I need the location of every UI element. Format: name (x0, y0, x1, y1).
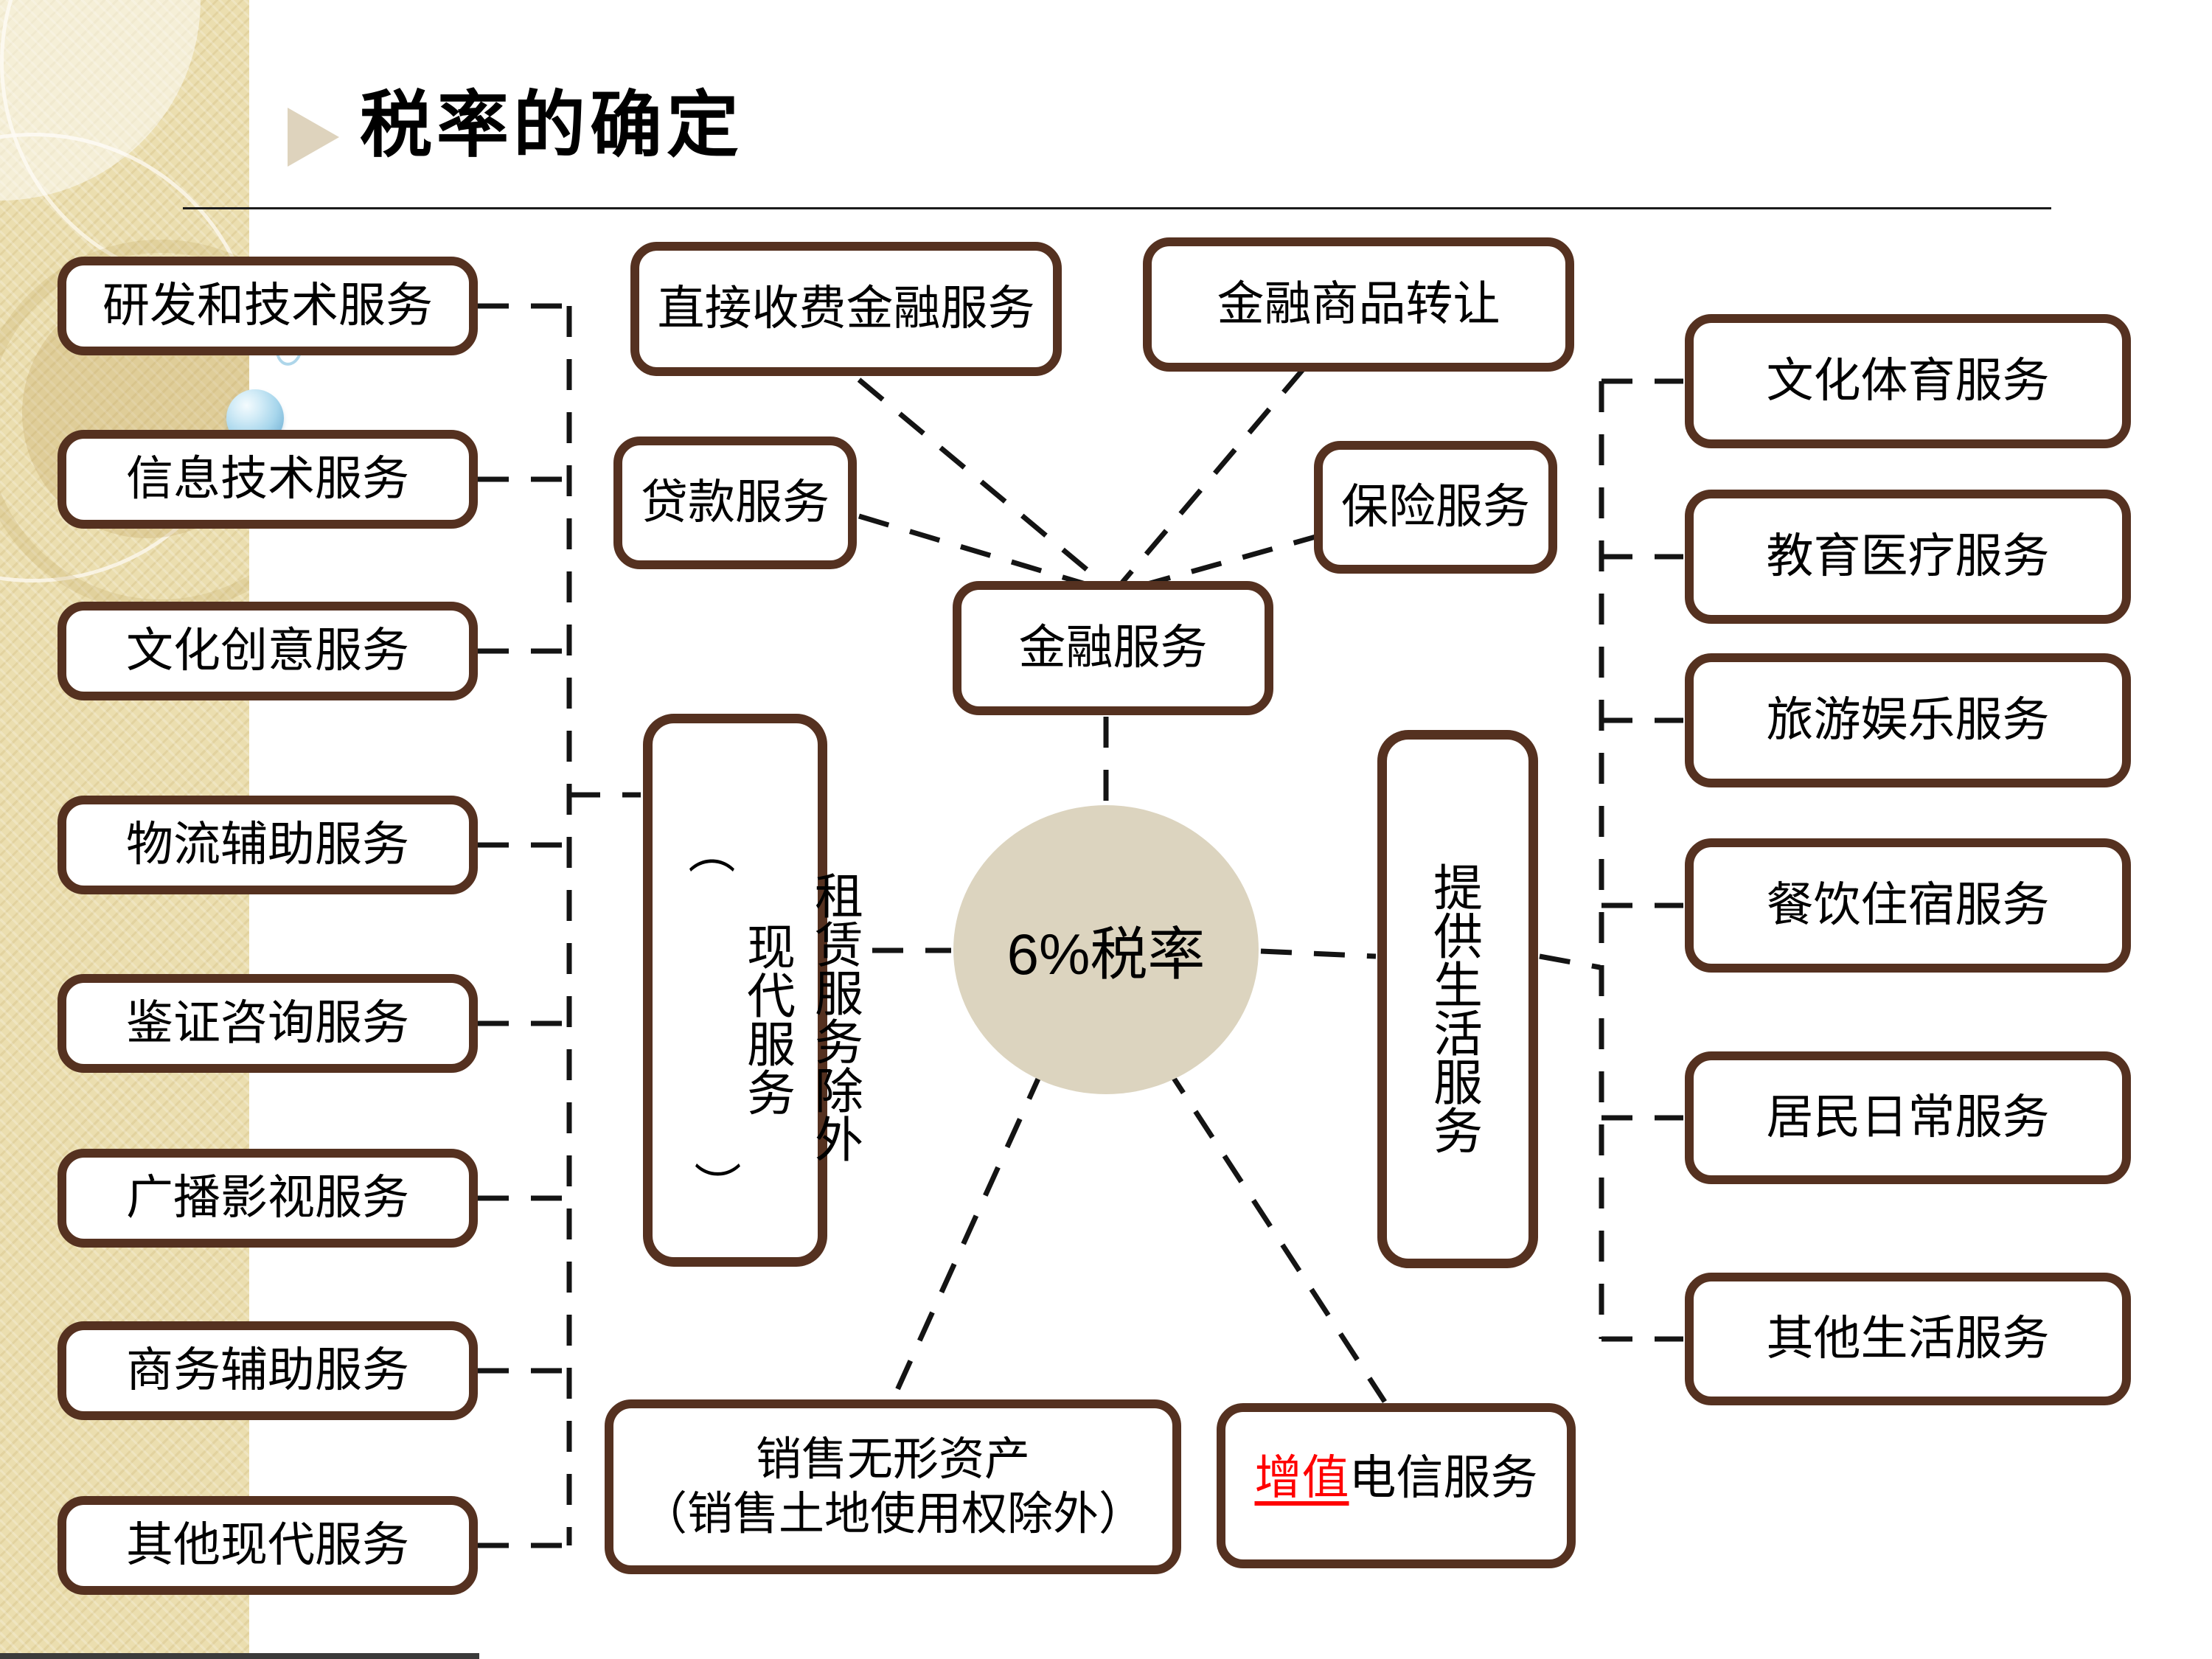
modern-services-note-vertical: 租赁服务除外 (815, 869, 863, 1167)
box-radio-film-tv-services: 广播影视服务 (58, 1149, 478, 1248)
box-label: 其他生活服务 (1766, 1312, 2050, 1366)
vertical-open-paren: （ (684, 827, 737, 874)
box-attestation-consulting-services: 鉴证咨询服务 (58, 974, 478, 1073)
box-other-life-services: 其他生活服务 (1685, 1273, 2131, 1405)
box-rd-and-tech-services: 研发和技术服务 (58, 257, 478, 355)
telecom-label-rest: 电信服务 (1349, 1451, 1538, 1504)
box-label: 贷款服务 (641, 476, 830, 529)
box-it-services: 信息技术服务 (58, 430, 478, 529)
box-tourism-entertainment-services: 旅游娱乐服务 (1685, 653, 2131, 787)
box-label: 商务辅助服务 (126, 1343, 409, 1397)
box-label: 广播影视服务 (126, 1171, 409, 1225)
box-other-modern-services: 其他现代服务 (58, 1496, 478, 1595)
box-modern-services (643, 714, 827, 1267)
box-education-medical-services: 教育医疗服务 (1685, 490, 2131, 624)
box-financial-goods-transfer: 金融商品转让 (1143, 237, 1574, 372)
box-label-line1: 销售无形资产 (755, 1434, 1030, 1486)
box-label: 鉴证咨询服务 (126, 996, 409, 1050)
dashed-connector (1120, 366, 1306, 585)
box-cultural-creative-services: 文化创意服务 (58, 602, 478, 700)
slide-title: 税率的确定 (360, 86, 744, 166)
box-label: 教育医疗服务 (1766, 529, 2050, 583)
box-financial-services: 金融服务 (953, 581, 1273, 715)
box-business-support-services: 商务辅助服务 (58, 1321, 478, 1420)
box-logistics-support-services: 物流辅助服务 (58, 796, 478, 894)
box-resident-daily-services: 居民日常服务 (1685, 1051, 2131, 1184)
box-label: 金融服务 (1018, 621, 1208, 675)
dashed-connector (891, 1069, 1045, 1399)
box-provide-life-services (1377, 730, 1538, 1268)
vertical-close-paren: ） (689, 1161, 742, 1208)
box-sale-intangible-assets: 销售无形资产 （销售土地使用权除外） (605, 1399, 1181, 1574)
tax-rate-hub-circle: 6%税率 (953, 805, 1259, 1094)
box-insurance-services: 保险服务 (1314, 441, 1557, 574)
box-label: 居民日常服务 (1766, 1091, 2050, 1144)
box-label: 其他现代服务 (126, 1518, 409, 1572)
title-bullet-triangle-icon (288, 108, 339, 167)
dashed-connector (858, 513, 1102, 591)
box-culture-sports-services: 文化体育服务 (1685, 314, 2131, 448)
dashed-connector (1539, 953, 1601, 970)
box-label: 物流辅助服务 (126, 818, 409, 872)
modern-services-vertical-label: 现代服务 (747, 920, 796, 1121)
box-catering-accommodation-services: 餐饮住宿服务 (1685, 838, 2131, 973)
title-underline-rule (183, 207, 2051, 209)
box-loan-services: 贷款服务 (613, 437, 857, 569)
hub-label: 6%税率 (1006, 922, 1206, 987)
telecom-label-red: 增值 (1254, 1451, 1349, 1504)
box-label: 金融商品转让 (1217, 277, 1500, 331)
box-label: 信息技术服务 (126, 452, 409, 506)
dashed-connector (1126, 532, 1324, 593)
box-value-added-telecom-services: 增值 电信服务 (1217, 1403, 1576, 1568)
box-label: 文化体育服务 (1766, 354, 2050, 408)
box-direct-fee-financial-services: 直接收费金融服务 (630, 242, 1062, 376)
decor-bottom-edge (0, 1653, 479, 1659)
life-services-vertical-label: 提供生活服务 (1433, 861, 1483, 1160)
box-label: 研发和技术服务 (102, 279, 433, 333)
box-label: 餐饮住宿服务 (1766, 878, 2050, 932)
box-label: 直接收费金融服务 (657, 282, 1035, 335)
dashed-connector (1260, 948, 1377, 959)
dashed-connector (1164, 1065, 1387, 1403)
box-label-line2: （销售土地使用权除外） (641, 1488, 1144, 1540)
box-label: 旅游娱乐服务 (1766, 693, 2050, 747)
box-label: 文化创意服务 (126, 624, 409, 678)
box-label: 保险服务 (1341, 480, 1530, 534)
